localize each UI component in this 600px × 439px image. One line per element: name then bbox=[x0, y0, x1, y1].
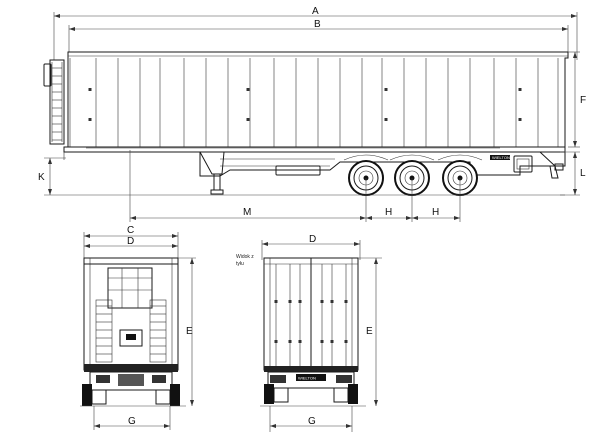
side-brand-text: WIELTON bbox=[492, 155, 510, 160]
landing-gear bbox=[199, 151, 225, 195]
rear-view: C D bbox=[80, 225, 196, 430]
dimension-k: K bbox=[38, 157, 66, 195]
rear-axles bbox=[343, 154, 483, 196]
front-plate-text: WIELTON bbox=[298, 376, 316, 381]
view-note-2: tyłu bbox=[236, 261, 244, 267]
dimension-label-k: K bbox=[38, 172, 45, 183]
dimension-label-e-front: E bbox=[366, 326, 373, 337]
dimension-label-b: B bbox=[314, 19, 321, 30]
dimension-b: B bbox=[68, 19, 569, 52]
side-stakes bbox=[69, 58, 559, 147]
dimension-g-front: G bbox=[269, 406, 353, 432]
dimension-label-f: F bbox=[580, 95, 586, 106]
front-plate bbox=[296, 374, 326, 381]
dimension-f: F bbox=[568, 51, 586, 148]
view-note-1: Widok z bbox=[236, 254, 254, 260]
dimension-a: A bbox=[53, 6, 578, 60]
dimension-label-l: L bbox=[580, 168, 586, 179]
dimension-h: H H bbox=[365, 178, 461, 222]
dimension-label-m: M bbox=[243, 207, 251, 218]
brand-plate bbox=[490, 155, 510, 160]
dimension-label-c: C bbox=[127, 225, 134, 236]
dimension-label-a: A bbox=[312, 6, 319, 17]
dimension-l: L bbox=[560, 151, 586, 196]
dimension-d-rear: D bbox=[84, 236, 178, 248]
dimension-label-e-rear: E bbox=[186, 326, 193, 337]
dimension-label-g-front: G bbox=[308, 416, 316, 427]
trailer-body bbox=[43, 51, 569, 160]
dimension-e-rear: E bbox=[178, 257, 196, 406]
dimension-g-rear: G bbox=[93, 406, 171, 430]
side-view: A B bbox=[38, 6, 586, 222]
dimension-e-front: E bbox=[358, 257, 382, 406]
dimension-label-d-front: D bbox=[309, 234, 316, 245]
front-view: Widok z tyłu D WIELTON bbox=[236, 234, 382, 432]
chassis: WIELTON bbox=[199, 151, 566, 195]
dimension-label-d-rear: D bbox=[127, 236, 134, 247]
dimension-label-g-rear: G bbox=[128, 416, 136, 427]
dimension-label-h-2: H bbox=[432, 207, 439, 218]
dimension-m: M bbox=[129, 150, 366, 222]
dimension-label-h-1: H bbox=[385, 207, 392, 218]
dimension-d-front: D bbox=[261, 234, 361, 260]
